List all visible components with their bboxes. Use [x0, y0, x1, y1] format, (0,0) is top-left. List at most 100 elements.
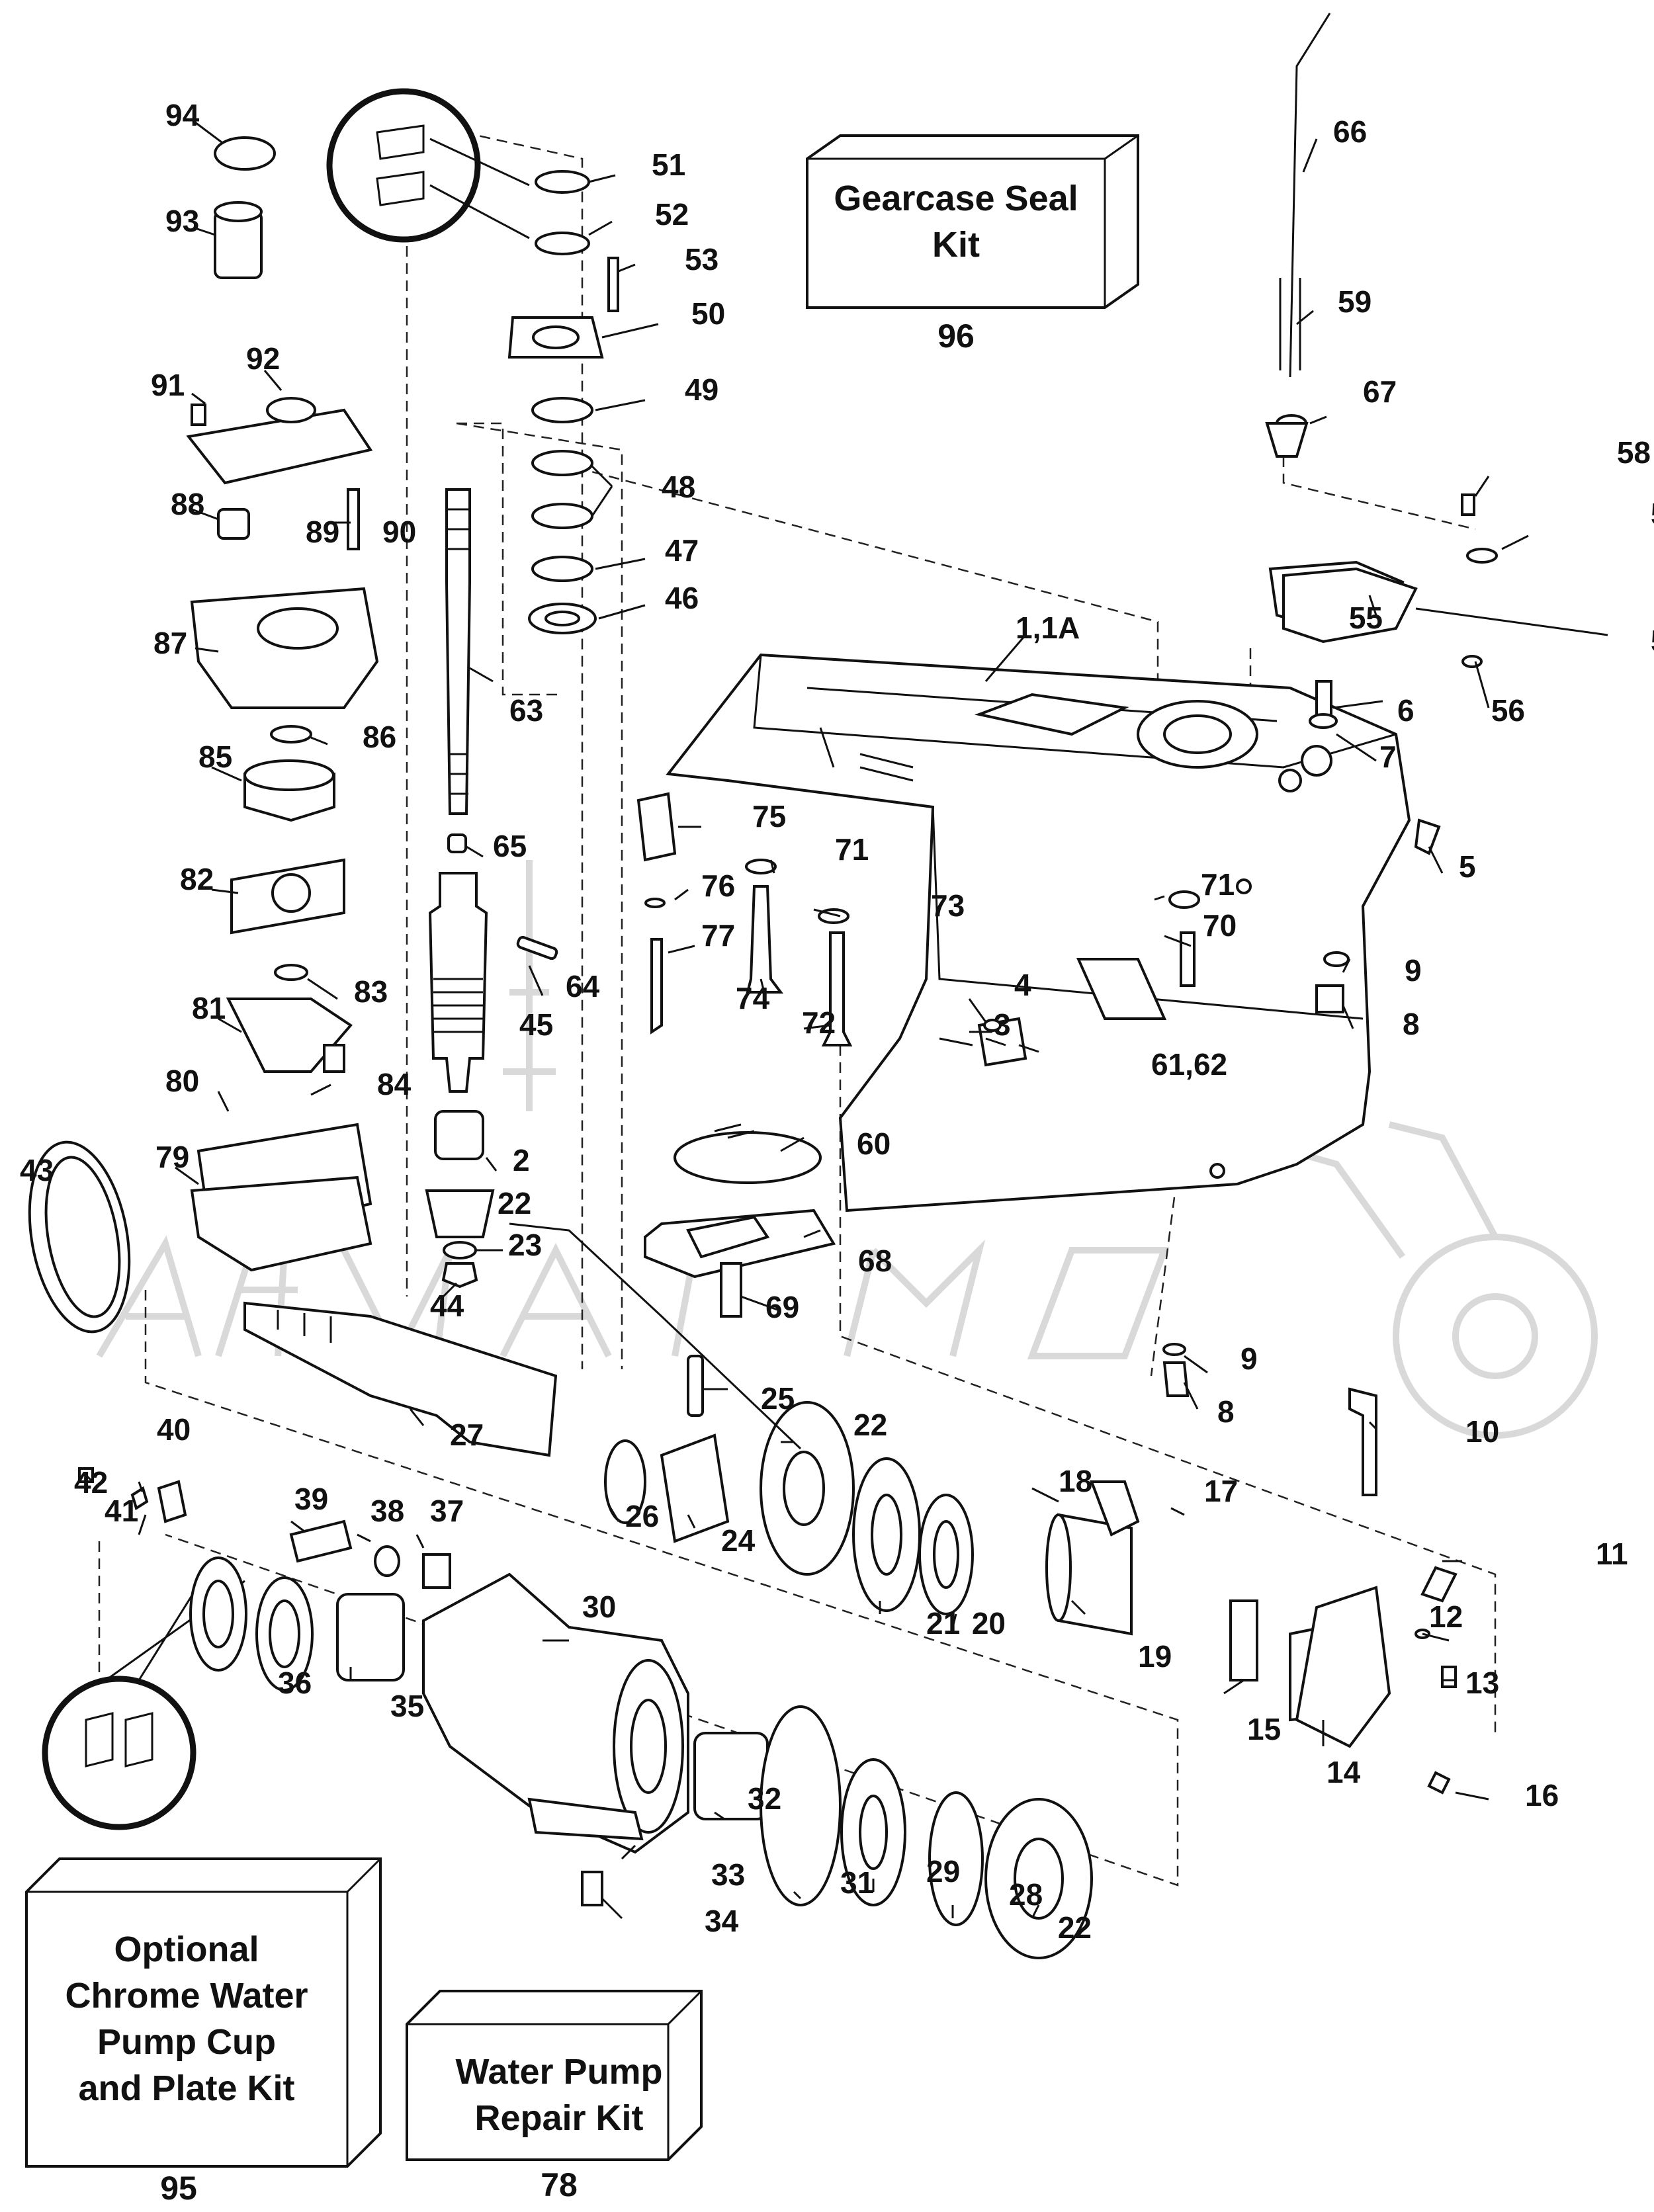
part-label: 3 [994, 1007, 1011, 1042]
part-label: 2 [513, 1143, 530, 1177]
part-label: 88 [171, 487, 204, 521]
part-label: 41 [105, 1494, 138, 1528]
part-label: 7 [1379, 740, 1397, 774]
part-label: 81 [192, 991, 226, 1025]
kit-part-number: 95 [160, 2170, 197, 2207]
part-label: 87 [153, 626, 187, 660]
part-label: 31 [840, 1865, 874, 1900]
part-label: 50 [691, 296, 725, 331]
kit-title-line: Repair Kit [474, 2098, 643, 2138]
part-label: 90 [382, 515, 416, 549]
part-label: 15 [1247, 1712, 1281, 1746]
part-label: 40 [157, 1412, 191, 1447]
part-label: 65 [493, 829, 527, 863]
part-label: 8 [1403, 1007, 1420, 1041]
kit-title-line: Water Pump [455, 2052, 662, 2092]
part-label: 86 [363, 720, 396, 754]
part-label: 36 [278, 1666, 312, 1700]
part-label: 76 [701, 869, 735, 903]
part-label: 91 [151, 368, 185, 402]
part-label: 57 [1651, 497, 1654, 531]
part-label: 85 [198, 740, 232, 774]
part-label: 29 [926, 1854, 960, 1889]
part-label: 72 [802, 1005, 836, 1040]
water-pump-parts [28, 136, 379, 1334]
kit-part-number: 96 [937, 318, 975, 355]
part-label: 30 [582, 1590, 616, 1624]
part-label: 77 [701, 918, 735, 953]
part-label: 54 [1651, 624, 1654, 658]
part-label: 74 [736, 981, 770, 1015]
part-label: 55 [1349, 601, 1383, 635]
part-label: 49 [685, 372, 718, 407]
part-label: 48 [662, 470, 695, 504]
part-label: 46 [665, 581, 699, 615]
part-label: 26 [625, 1499, 659, 1533]
kit-gearcase-seal: Gearcase Seal Kit 96 [806, 134, 1139, 355]
part-label: 16 [1525, 1778, 1559, 1812]
part-label: 83 [354, 974, 388, 1009]
kit-title-line: and Plate Kit [78, 2068, 294, 2108]
part-label: 84 [377, 1067, 412, 1101]
part-label: 52 [655, 197, 689, 232]
part-label: 92 [246, 341, 280, 376]
part-label: 64 [566, 969, 600, 1003]
part-label: 53 [685, 242, 718, 276]
part-label: 58 [1617, 435, 1651, 470]
part-label: 71 [835, 832, 869, 867]
part-label: 5 [1459, 849, 1476, 884]
part-label: 94 [165, 98, 200, 132]
part-label: 37 [430, 1494, 464, 1528]
shift-rod-and-cover [1162, 13, 1498, 1496]
part-label: 38 [370, 1494, 404, 1528]
part-label: 82 [180, 862, 214, 896]
part-label: 9 [1240, 1341, 1258, 1376]
part-label: 24 [721, 1523, 756, 1558]
part-label: 93 [165, 204, 199, 238]
part-label: 69 [765, 1290, 799, 1324]
part-label: 21 [926, 1606, 960, 1640]
seal-detail-circles [42, 88, 530, 1830]
part-label: 22 [853, 1408, 887, 1442]
kit-chrome-water-pump: Optional Chrome Water Pump Cup and Plate… [25, 1857, 382, 2207]
part-label: 19 [1138, 1639, 1172, 1674]
vertical-parts [425, 170, 619, 1289]
part-label: 45 [519, 1007, 553, 1042]
part-label: 39 [294, 1482, 328, 1516]
part-label: 60 [857, 1127, 891, 1161]
part-label: 42 [74, 1465, 108, 1500]
part-label: 61,62 [1151, 1047, 1227, 1082]
watermark [96, 860, 1598, 1439]
part-label: 47 [665, 533, 699, 568]
part-label: 34 [705, 1904, 739, 1938]
part-label: 4 [1014, 968, 1031, 1002]
part-label: 79 [155, 1140, 189, 1174]
part-label: 80 [165, 1064, 199, 1098]
part-label: 9 [1405, 953, 1422, 988]
part-label: 1,1A [1016, 611, 1080, 645]
leader-lines [85, 121, 1608, 1920]
part-label: 17 [1204, 1474, 1238, 1508]
part-label: 68 [858, 1244, 892, 1278]
part-label: 10 [1465, 1414, 1499, 1449]
part-label: 66 [1333, 114, 1367, 149]
part-label: 6 [1397, 693, 1415, 728]
part-label: 32 [748, 1781, 781, 1816]
part-label: 71 [1201, 867, 1235, 902]
kit-water-pump-repair: Water Pump Repair Kit 78 [406, 1990, 703, 2203]
part-label: 22 [1058, 1910, 1092, 1945]
part-label: 27 [450, 1418, 484, 1452]
propeller-shaft-parts [78, 1301, 1458, 1959]
gearcase-housing [666, 653, 1411, 1212]
middle-small-parts [636, 792, 1027, 1318]
kit-part-number: 78 [541, 2166, 578, 2203]
part-label: 13 [1465, 1666, 1499, 1700]
part-label: 67 [1363, 374, 1397, 409]
kit-title-line: Pump Cup [97, 2022, 276, 2062]
part-label: 14 [1327, 1755, 1361, 1789]
part-label: 8 [1217, 1394, 1235, 1429]
part-label: 43 [20, 1153, 54, 1187]
part-label: 11 [1596, 1537, 1628, 1571]
part-label: 63 [509, 693, 543, 728]
